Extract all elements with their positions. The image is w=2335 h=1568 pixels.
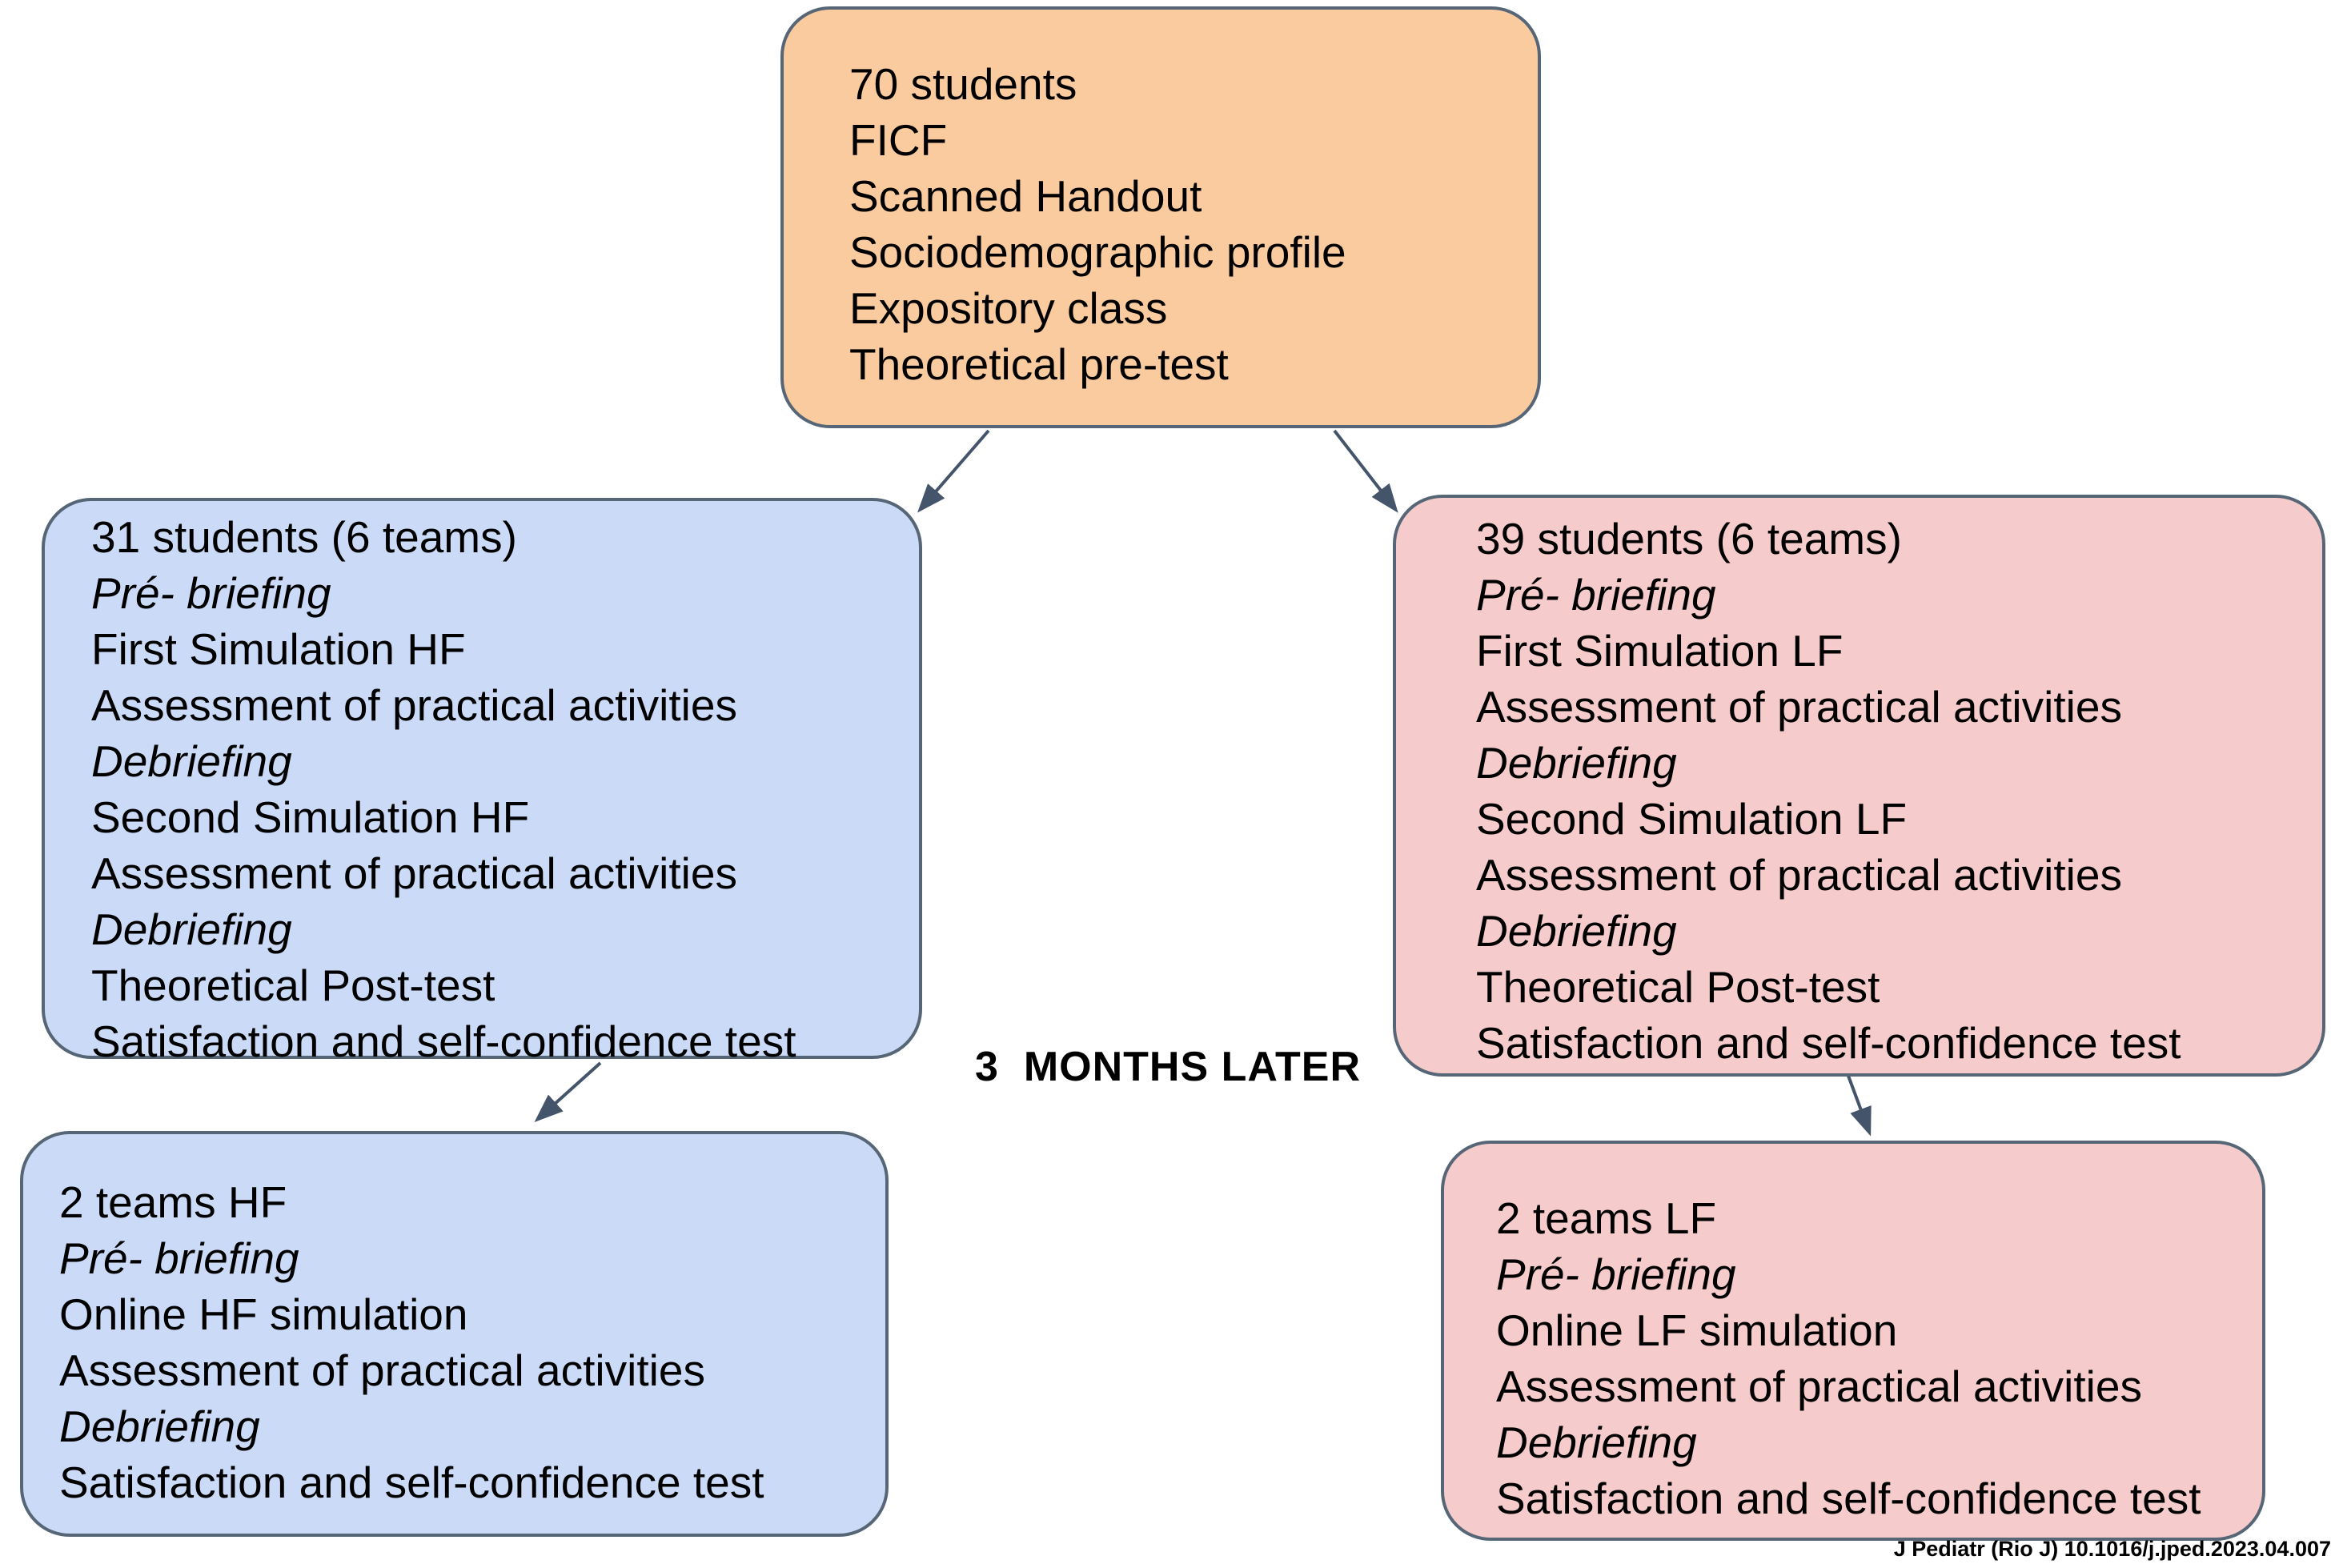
lf-group-line: 39 students (6 teams) xyxy=(1476,514,1902,563)
lf-group-line: Debriefing xyxy=(1476,906,1677,956)
arrow-hf-group-to-followup xyxy=(534,1061,602,1123)
enrollment-line: Theoretical pre-test xyxy=(849,339,1229,389)
arrow-enrollment-to-lf-group xyxy=(1333,429,1398,513)
lf-group-line: Assessment of practical activities xyxy=(1476,682,2122,732)
enrollment-line: FICF xyxy=(849,115,948,165)
lf-followup-line: Pré- briefing xyxy=(1496,1249,1736,1299)
lf-group-box: 39 students (6 teams) Pré- briefing Firs… xyxy=(1393,495,2325,1077)
arrow-enrollment-to-hf-group xyxy=(917,429,990,513)
citation-text: J Pediatr (Rio J) 10.1016/j.jped.2023.04… xyxy=(1893,1537,2331,1561)
hf-group-line: Assessment of practical activities xyxy=(91,848,737,898)
hf-group-line: Debriefing xyxy=(91,904,292,954)
hf-group-line: Assessment of practical activities xyxy=(91,680,737,730)
hf-followup-line: 2 teams HF xyxy=(59,1177,287,1227)
hf-group-line: Satisfaction and self-confidence test xyxy=(91,1017,796,1066)
hf-followup-line: Pré- briefing xyxy=(59,1233,299,1283)
months-later-label: 3 MONTHS LATER xyxy=(975,1044,1362,1090)
hf-group-line: First Simulation HF xyxy=(91,624,466,674)
hf-group-line: Pré- briefing xyxy=(91,568,331,618)
lf-followup-line: Debriefing xyxy=(1496,1418,1697,1467)
enrollment-line: Sociodemographic profile xyxy=(849,227,1346,277)
hf-followup-line: Assessment of practical activities xyxy=(59,1345,705,1395)
lf-followup-line: Assessment of practical activities xyxy=(1496,1361,2142,1411)
lf-group-line: First Simulation LF xyxy=(1476,626,1844,676)
enrollment-line: 70 students xyxy=(849,59,1077,109)
enrollment-line: Expository class xyxy=(849,283,1168,333)
lf-followup-line: Online LF simulation xyxy=(1496,1305,1898,1355)
lf-followup-line: Satisfaction and self-confidence test xyxy=(1496,1474,2201,1523)
lf-group-line: Second Simulation LF xyxy=(1476,794,1908,844)
hf-group-line: Second Simulation HF xyxy=(91,792,530,842)
hf-group-line: Theoretical Post-test xyxy=(91,960,495,1010)
hf-followup-line: Satisfaction and self-confidence test xyxy=(59,1458,764,1507)
enrollment-box: 70 students FICF Scanned Handout Sociode… xyxy=(780,6,1541,428)
enrollment-line: Scanned Handout xyxy=(849,171,1202,221)
lf-group-line: Assessment of practical activities xyxy=(1476,850,2122,900)
lf-group-line: Satisfaction and self-confidence test xyxy=(1476,1018,2181,1068)
lf-group-line: Debriefing xyxy=(1476,738,1677,788)
lf-followup-line: 2 teams LF xyxy=(1496,1193,1717,1243)
hf-group-box: 31 students (6 teams) Pré- briefing Firs… xyxy=(42,498,922,1066)
hf-followup-box: 2 teams HF Pré- briefing Online HF simul… xyxy=(20,1131,889,1537)
hf-group-line: Debriefing xyxy=(91,736,292,786)
lf-followup-box: 2 teams LF Pré- briefing Online LF simul… xyxy=(1441,1141,2265,1541)
lf-group-line: Theoretical Post-test xyxy=(1476,962,1880,1012)
hf-followup-line: Online HF simulation xyxy=(59,1289,468,1339)
hf-followup-line: Debriefing xyxy=(59,1402,260,1451)
lf-group-line: Pré- briefing xyxy=(1476,570,1716,620)
hf-group-line: 31 students (6 teams) xyxy=(91,512,517,562)
